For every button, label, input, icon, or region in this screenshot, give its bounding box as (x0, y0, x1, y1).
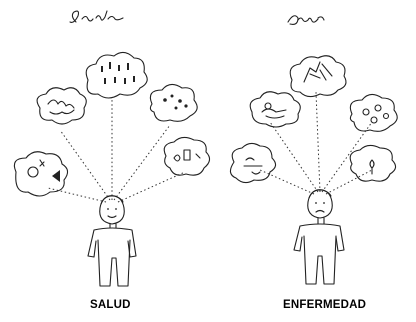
thought-cloud-icon (13, 151, 69, 197)
thought-cloud-icon (349, 144, 397, 182)
thought-cloud-icon (36, 87, 87, 125)
thought-cloud-icon (289, 55, 347, 98)
thought-cloud-icon (163, 136, 211, 176)
thought-cloud-icon (229, 142, 277, 184)
thought-cloud-icon (85, 51, 148, 99)
right-script-title (287, 15, 325, 25)
smiling-person-icon (87, 195, 137, 287)
left-script-title (69, 10, 124, 23)
thought-cloud-icon (149, 83, 198, 122)
salud-caption: SALUD (90, 299, 131, 311)
enfermedad-caption: ENFERMEDAD (283, 299, 367, 311)
left-thought-links (47, 98, 186, 203)
sad-person-icon (293, 189, 345, 285)
left-panel (13, 10, 211, 287)
right-thought-links (259, 91, 373, 195)
right-panel (229, 15, 398, 285)
thought-cloud-icon (349, 93, 398, 132)
thought-cloud-icon (249, 91, 301, 128)
